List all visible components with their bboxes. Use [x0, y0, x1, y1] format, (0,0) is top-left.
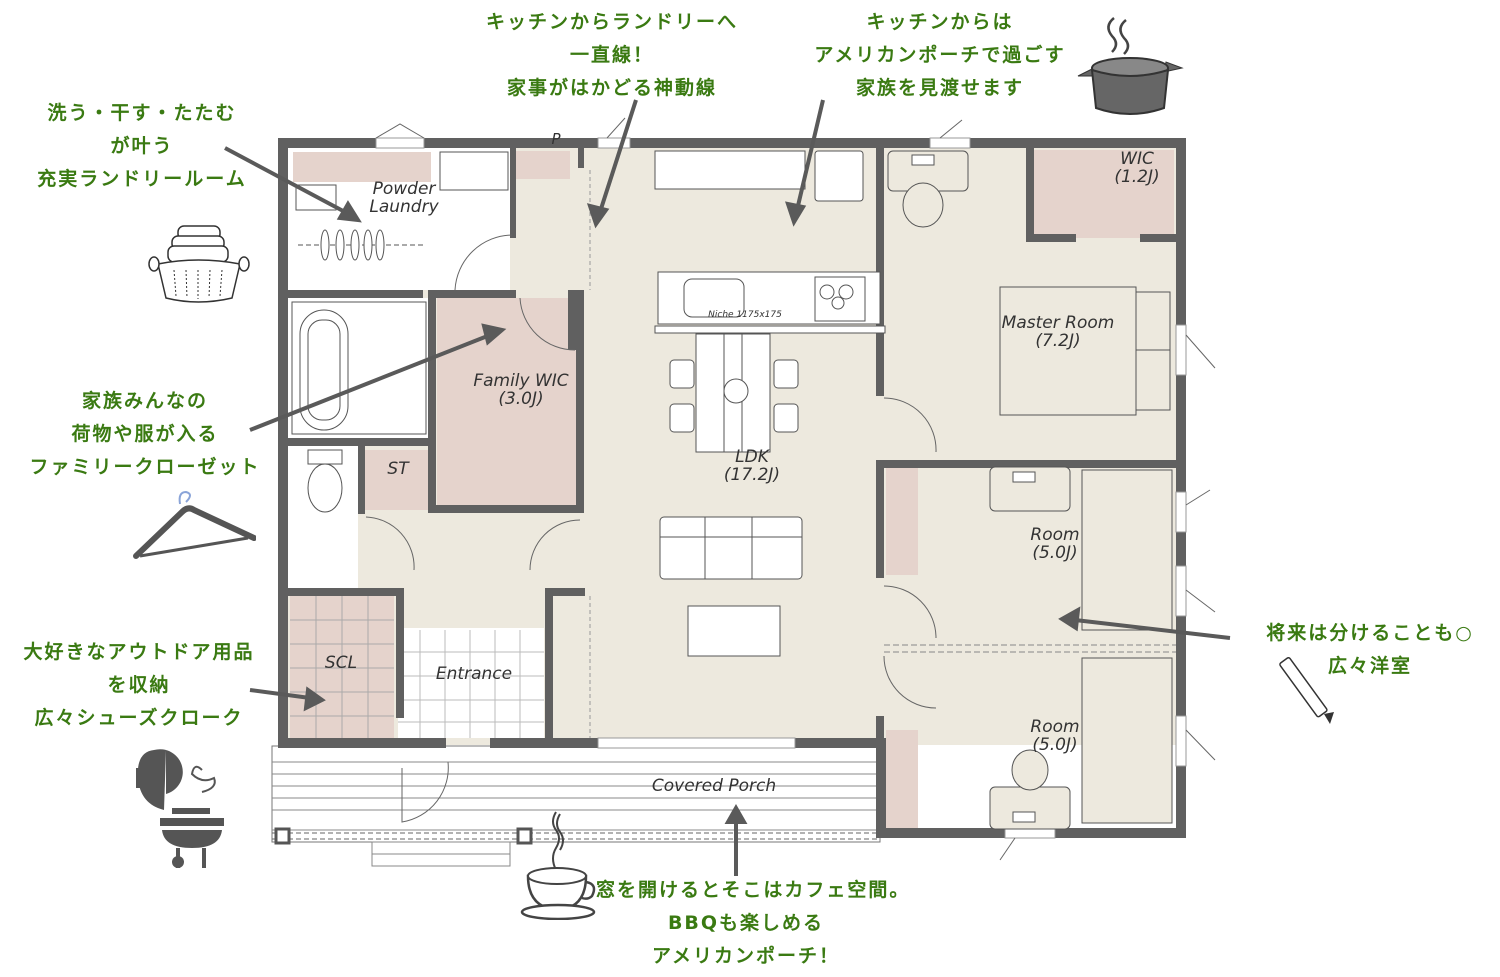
- annotation-line: アメリカンポーチで過ごす: [814, 44, 1066, 66]
- annotation-kids-room: 将来は分けることも○ 広々洋室: [1250, 617, 1490, 683]
- room-area: (7.2J): [1035, 331, 1081, 351]
- annotation-kitchen-laundry: キッチンからランドリーへ 一直線！ 家事がはかどる神動線: [462, 6, 762, 105]
- annotation-line: 洗う・干す・たたむ: [47, 102, 237, 124]
- bbq-grill-icon: [136, 749, 224, 868]
- room-label-powder-laundry: Powder Laundry: [358, 180, 450, 216]
- room-name-2: Laundry: [369, 197, 439, 217]
- hanger-icon: [133, 490, 256, 559]
- room-name: WIC: [1120, 149, 1154, 169]
- annotation-line: キッチンからは: [866, 11, 1014, 33]
- laundry-basket-icon: [148, 225, 250, 303]
- room-name: Family WIC: [473, 371, 569, 391]
- room-name: Room: [1030, 717, 1080, 737]
- annotation-line: 大好きなアウトドア用品: [23, 641, 255, 663]
- annotation-line: を収納: [107, 674, 171, 696]
- annotation-family-closet: 家族みんなの 荷物や服が入る ファミリークローゼット: [10, 385, 280, 484]
- room-area: (17.2J): [723, 465, 781, 485]
- annotation-line: ファミリークローゼット: [29, 456, 261, 478]
- cooking-pot-icon: [1077, 17, 1184, 115]
- room-name: Powder: [372, 179, 436, 199]
- annotation-line: BBQも楽しめる: [667, 912, 825, 934]
- room-label-st: ST: [387, 459, 409, 479]
- annotation-line: アメリカンポーチ！: [651, 945, 841, 967]
- room-label-covered-porch: Covered Porch: [651, 776, 777, 796]
- annotation-line: 将来は分けることも○: [1266, 622, 1474, 644]
- annotation-line: が叶う: [110, 135, 174, 157]
- annotation-line: 家族みんなの: [81, 390, 208, 412]
- room-name: Master Room: [1001, 313, 1115, 333]
- annotation-line: 荷物や服が入る: [71, 423, 219, 445]
- room-label-pantry: P: [551, 130, 561, 148]
- annotation-line: 広々洋室: [1327, 655, 1412, 677]
- room-area: (5.0J): [1032, 543, 1078, 563]
- room-label-room-2: Room (5.0J): [1020, 718, 1090, 754]
- room-area: (3.0J): [498, 389, 544, 409]
- annotation-shoe-closet: 大好きなアウトドア用品 を収納 広々シューズクローク: [4, 636, 274, 735]
- annotation-line: 充実ランドリールーム: [37, 168, 247, 190]
- room-label-wic: WIC (1.2J): [1100, 150, 1174, 186]
- annotation-line: 家事がはかどる神動線: [506, 77, 717, 99]
- room-label-family-wic: Family WIC (3.0J): [458, 372, 584, 408]
- room-label-niche: Niche 1175x175: [708, 310, 782, 320]
- covered-porch-deck: [271, 745, 881, 867]
- pencil-icon: [1279, 657, 1334, 724]
- annotation-line: キッチンからランドリーへ: [485, 11, 738, 33]
- room-name: Room: [1030, 525, 1080, 545]
- annotation-line: 広々シューズクローク: [34, 707, 244, 729]
- room-area: (1.2J): [1114, 167, 1160, 187]
- annotation-kitchen-view: キッチンからは アメリカンポーチで過ごす 家族を見渡せます: [790, 6, 1090, 105]
- annotation-arrows: [224, 99, 1231, 876]
- room-name: LDK: [735, 447, 769, 467]
- annotation-line: 窓を開けるとそこはカフェ空間。: [596, 879, 911, 901]
- room-label-entrance: Entrance: [435, 664, 513, 684]
- coffee-cup-icon: [520, 811, 596, 920]
- room-label-master-room: Master Room (7.2J): [990, 314, 1126, 350]
- annotation-line: 一直線！: [569, 44, 654, 66]
- annotation-line: 家族を見渡せます: [855, 77, 1024, 99]
- room-label-room-1: Room (5.0J): [1020, 526, 1090, 562]
- room-label-ldk: LDK (17.2J): [706, 448, 798, 484]
- annotation-porch: 窓を開けるとそこはカフェ空間。 BBQも楽しめる アメリカンポーチ！: [596, 874, 911, 973]
- room-label-scl: SCL: [324, 653, 358, 673]
- room-area: (5.0J): [1032, 735, 1078, 755]
- annotation-laundry: 洗う・干す・たたむ が叶う 充実ランドリールーム: [14, 97, 270, 196]
